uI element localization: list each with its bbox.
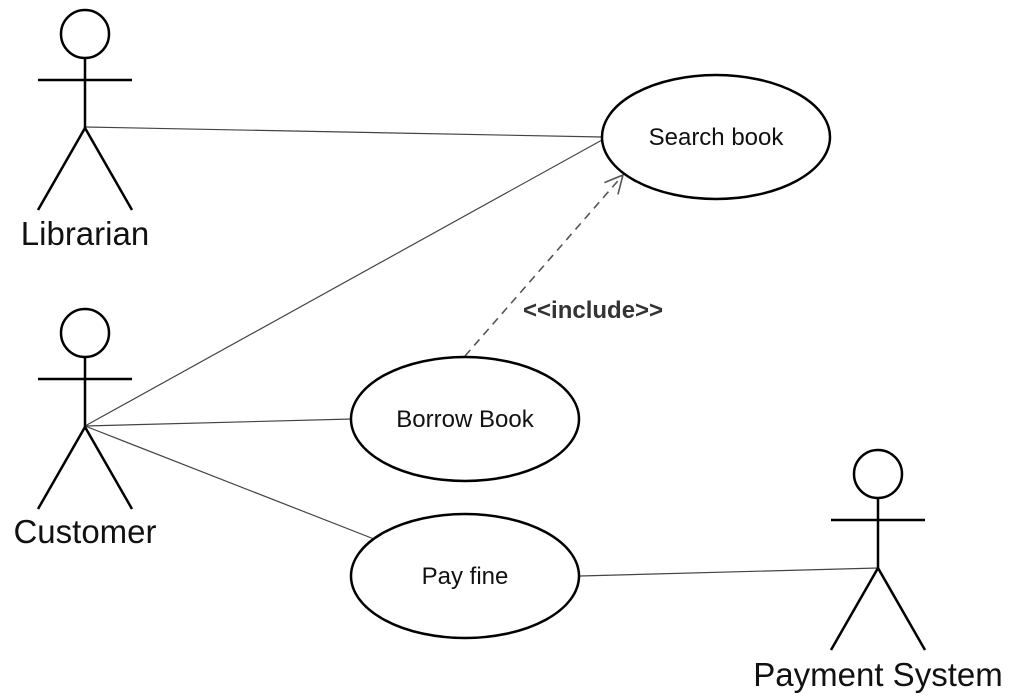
association-librarian-search-book [84, 126, 603, 138]
actor-customer-label: Customer [13, 513, 156, 550]
include-arrow [464, 173, 625, 357]
actor-librarian-label: Librarian [21, 215, 149, 252]
actor-customer[interactable]: Customer [13, 307, 157, 550]
use-case-search-book-label: Search book [649, 124, 785, 151]
use-case-borrow-book-label: Borrow Book [396, 406, 534, 433]
use-case-pay-fine[interactable]: Pay fine [349, 512, 581, 640]
actor-payment-system-label: Payment System [753, 656, 1002, 693]
actor-payment-system[interactable]: Payment System [753, 448, 1003, 693]
stick-figure-icon [36, 8, 134, 211]
include-stereotype-label: <<include>> [523, 297, 663, 324]
association-customer-search-book [84, 139, 603, 427]
actor-librarian[interactable]: Librarian [21, 8, 149, 252]
use-case-search-book[interactable]: Search book [600, 73, 832, 201]
use-case-pay-fine-label: Pay fine [422, 563, 509, 590]
stick-figure-icon [36, 307, 134, 510]
association-customer-pay-fine [84, 425, 375, 540]
association-customer-borrow-book [84, 418, 353, 427]
association-payment-system-pay-fine [579, 567, 879, 577]
stick-figure-icon [829, 448, 927, 651]
use-case-borrow-book[interactable]: Borrow Book [349, 355, 581, 483]
